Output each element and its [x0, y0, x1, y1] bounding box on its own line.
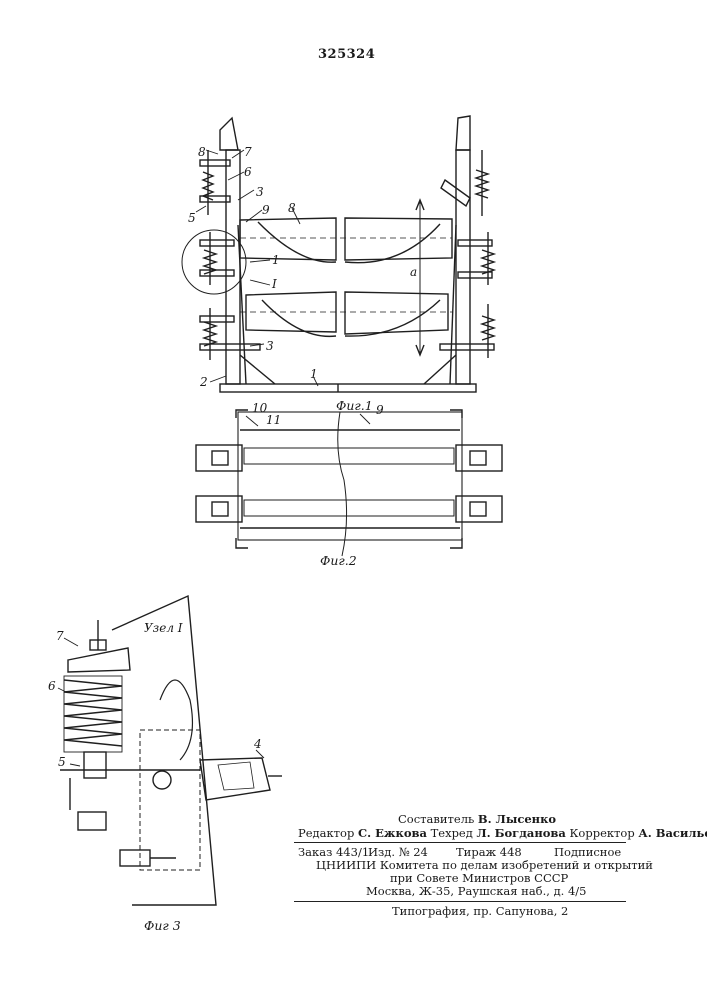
fig1-label-1b: 1 [310, 367, 318, 381]
fig3-title: Узел I [144, 621, 183, 635]
fig1-label-1a: 1 [272, 253, 280, 267]
fig2-label-11: 11 [266, 413, 281, 427]
fig1-label-6: 6 [244, 165, 252, 179]
fig1-spring-left-low [200, 308, 260, 360]
address-line: Москва, Ж-35, Раушская наб., д. 4/5 [366, 884, 586, 898]
fig3-drawing [58, 596, 282, 905]
fig1-spring-right-mid [458, 232, 494, 285]
fig2-caption: Фиг.2 [320, 553, 357, 568]
fig2-labels: 10 11 9 Фиг.2 [252, 401, 384, 568]
fig3-caption: Фиг 3 [144, 918, 181, 933]
fig1-label-7: 7 [244, 145, 252, 159]
fig3-label-7: 7 [56, 629, 64, 643]
fig1-label-2: 2 [199, 375, 208, 389]
fig1-label-a: a [410, 265, 417, 279]
imprint-rule-bottom [294, 901, 626, 902]
fig1-spring-right-top [441, 150, 488, 216]
fig3-labels: Узел I 7 6 5 4 Фиг 3 [48, 621, 262, 933]
fig2-label-9: 9 [376, 403, 384, 417]
fig1-caption: Фиг.1 [336, 398, 373, 413]
imprint-rule-top [294, 842, 626, 843]
fig1-left-upright [226, 150, 240, 384]
fig1-label-5: 5 [188, 211, 196, 225]
compiler-line: Составитель В. Лысенко [398, 812, 556, 826]
fig1-label-3b: 3 [266, 339, 274, 353]
fig2-drawing [196, 410, 502, 556]
fig1-label-9: 9 [262, 203, 270, 217]
fig1-label-I: I [271, 277, 277, 291]
printer-line: Типография, пр. Сапунова, 2 [392, 904, 568, 918]
fig1-label-8a: 8 [198, 145, 206, 159]
institute-line-1: ЦНИИПИ Комитета по делам изобретений и о… [316, 858, 653, 872]
order-line: Заказ 443/1 Изд. № 24 Тираж 448 Подписно… [298, 845, 626, 859]
fig1-label-3a: 3 [256, 185, 264, 199]
fig1-right-upright [456, 150, 470, 384]
fig1-spring-left-mid [182, 230, 246, 294]
institute-line-2: при Совете Министров СССР [390, 871, 568, 885]
fig1-base-frame [220, 384, 476, 392]
fig1-label-8b: 8 [288, 201, 296, 215]
fig3-label-6: 6 [48, 679, 56, 693]
fig1-drawing [182, 116, 494, 392]
fig3-label-5: 5 [58, 755, 66, 769]
fig3-label-4: 4 [253, 737, 262, 751]
editor-line: Редактор С. Ежкова Техред Л. Богданова К… [298, 826, 707, 840]
fig1-labels: 8 7 6 3 5 9 8 1 I a 3 2 1 Фиг.1 [188, 145, 417, 413]
